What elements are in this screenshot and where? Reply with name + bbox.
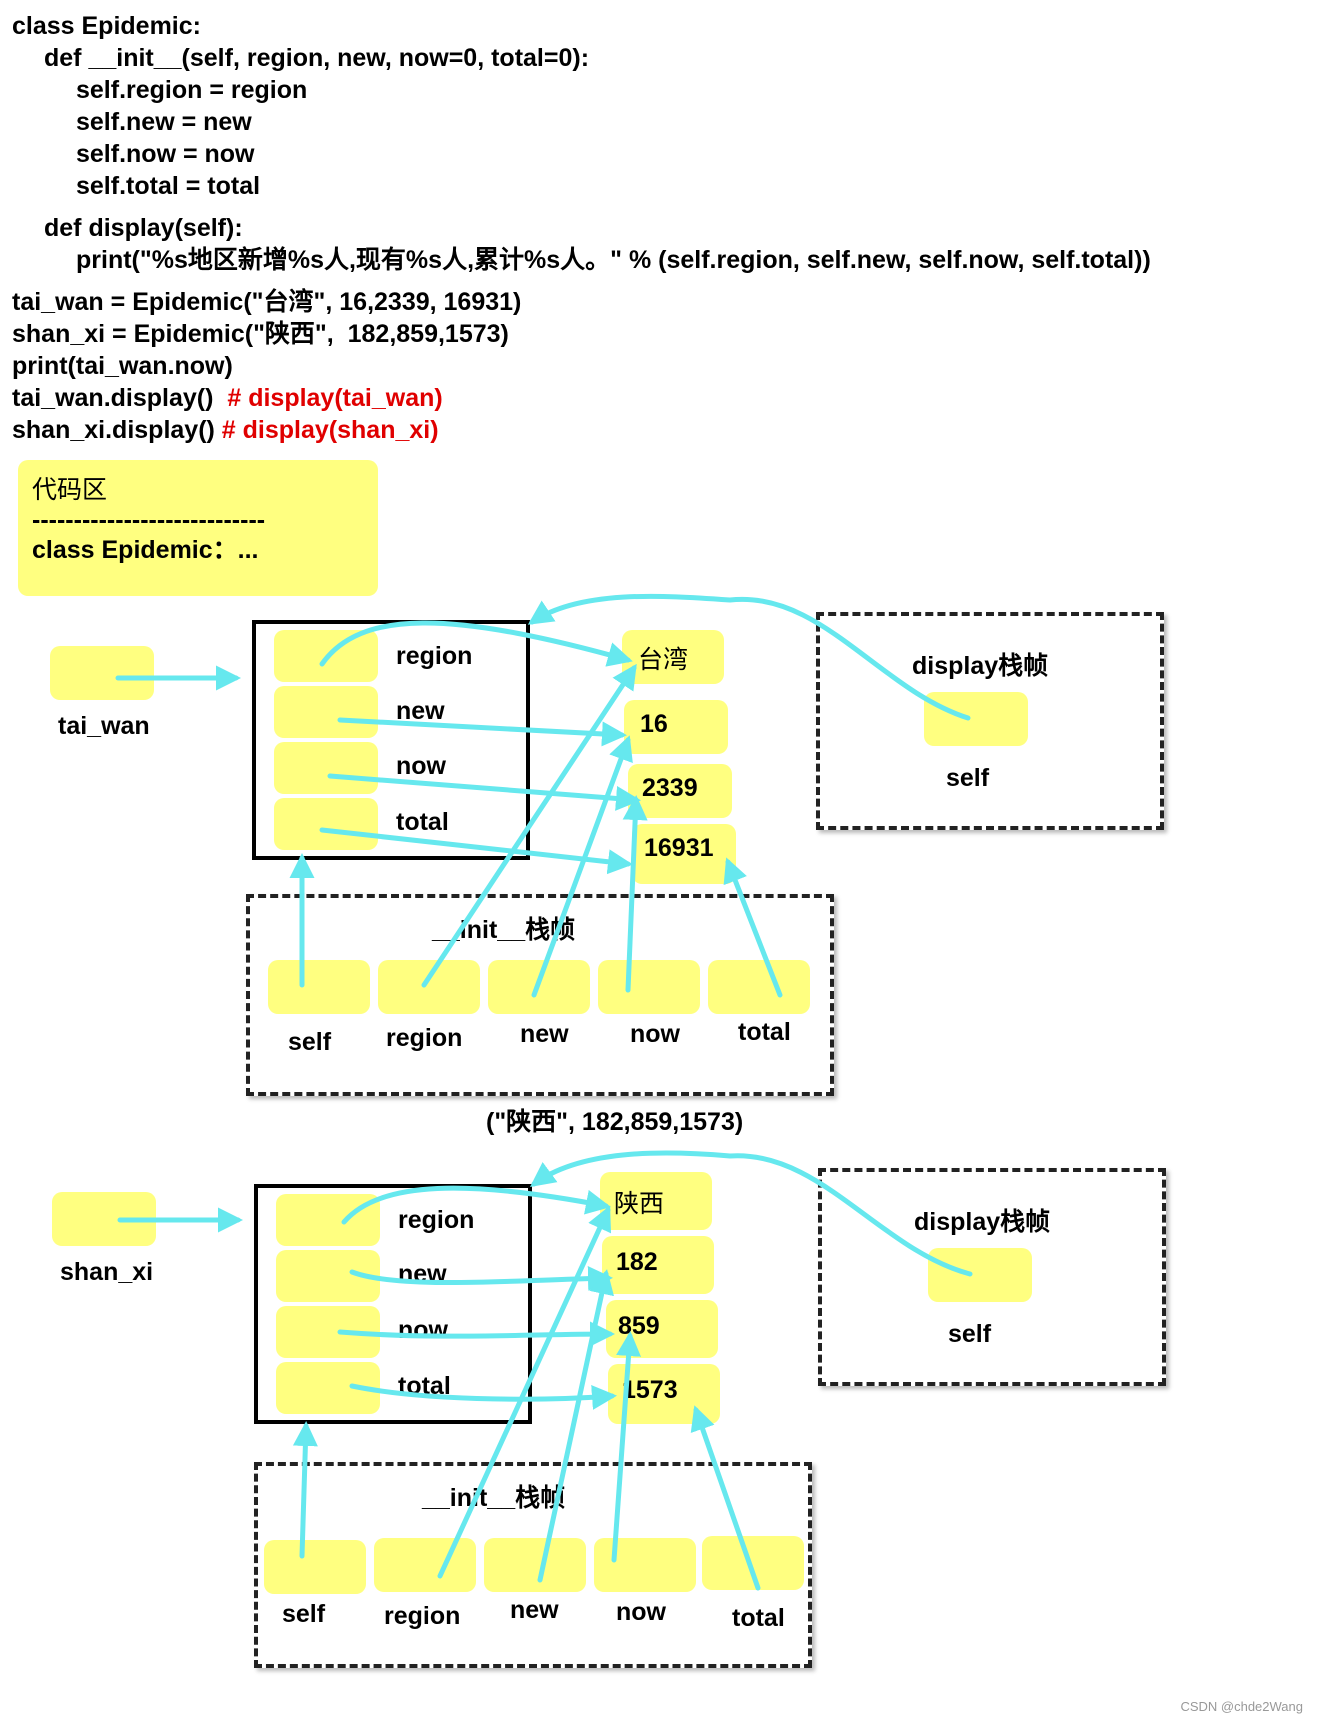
attr-label-now-2: now: [398, 1316, 448, 1344]
value-text-now: 2339: [642, 774, 698, 802]
code-line-text: def display(self):: [44, 214, 243, 242]
code-line: print(tai_wan.now): [12, 350, 233, 382]
code-line-text: self.new = new: [76, 108, 252, 136]
init-param-cell-region: [378, 960, 480, 1014]
code-line-text: def __init__(self, region, new, now=0, t…: [44, 44, 590, 72]
code-line: tai_wan = Epidemic("台湾", 16,2339, 16931): [12, 286, 521, 318]
attr-cell-total-2: [276, 1362, 380, 1414]
init-param-cell-region-2: [374, 1538, 476, 1592]
init-param-cell-total-2: [702, 1536, 804, 1590]
init-param-cell-total: [708, 960, 810, 1014]
code-line: tai_wan.display() # display(tai_wan): [12, 382, 443, 414]
init-param-label-region: region: [386, 1024, 463, 1052]
attr-label-total-2: total: [398, 1372, 451, 1400]
init-param-label-region-2: region: [384, 1602, 461, 1630]
code-line-text: class Epidemic:: [12, 12, 201, 40]
init-param-cell-new: [488, 960, 590, 1014]
code-line-text: print(tai_wan.now): [12, 352, 233, 380]
code-line-text: shan_xi.display(): [12, 416, 222, 444]
code-line: self.new = new: [76, 106, 252, 138]
init-param-cell-now-2: [594, 1538, 696, 1592]
display-self-label-top: self: [946, 764, 990, 792]
code-line: def __init__(self, region, new, now=0, t…: [44, 42, 589, 74]
attr-cell-region-2: [276, 1194, 380, 1246]
code-line-comment: # display(shan_xi): [221, 416, 439, 444]
code-line-comment: # display(tai_wan): [227, 384, 443, 412]
watermark: CSDN @chde2Wang: [1180, 1699, 1303, 1714]
value-text-total: 16931: [644, 834, 714, 862]
call-args-label: ("陕西", 182,859,1573): [486, 1108, 744, 1136]
display-frame-box-bottom: [818, 1168, 1166, 1386]
init-param-cell-new-2: [484, 1538, 586, 1592]
code-line: self.now = now: [76, 138, 255, 170]
attr-cell-new: [274, 686, 378, 738]
attr-cell-now-2: [276, 1306, 380, 1358]
display-frame-title-bottom: display栈帧: [914, 1208, 1051, 1236]
code-line-text: tai_wan = Epidemic("台湾", 16,2339, 16931): [12, 288, 522, 316]
init-param-label-new-2: new: [510, 1596, 559, 1624]
code-line: class Epidemic:: [12, 10, 201, 42]
init-param-label-now: now: [630, 1020, 680, 1048]
init-param-cell-self: [268, 960, 370, 1014]
init-param-cell-self-2: [264, 1540, 366, 1594]
attr-label-region: region: [396, 642, 473, 670]
init-frame-title-bottom: __init__栈帧: [422, 1484, 566, 1512]
variable-label-tai-wan: tai_wan: [58, 712, 150, 740]
init-param-cell-now: [598, 960, 700, 1014]
attr-cell-region: [274, 630, 378, 682]
value-text-now-2: 859: [618, 1312, 660, 1340]
init-param-label-self-2: self: [282, 1600, 326, 1628]
init-param-label-total: total: [738, 1018, 791, 1046]
display-self-cell-top: [924, 692, 1028, 746]
code-line: self.region = region: [76, 74, 307, 106]
code-line: shan_xi = Epidemic("陕西", 182,859,1573): [12, 318, 509, 350]
display-self-label-bottom: self: [948, 1320, 992, 1348]
attr-label-total: total: [396, 808, 449, 836]
variable-cell-shan-xi: [52, 1192, 156, 1246]
value-text-region-2: 陕西: [614, 1190, 665, 1218]
init-param-label-self: self: [288, 1028, 332, 1056]
code-line: self.total = total: [76, 170, 260, 202]
init-param-label-now-2: now: [616, 1598, 666, 1626]
value-text-total-2: 1573: [622, 1376, 678, 1404]
attr-label-now: now: [396, 752, 446, 780]
code-zone: 代码区 ---------------------------- class E…: [18, 460, 378, 596]
value-text-region: 台湾: [638, 646, 689, 674]
attr-label-new-2: new: [398, 1260, 447, 1288]
display-self-cell-bottom: [928, 1248, 1032, 1302]
code-zone-title: 代码区: [32, 476, 108, 504]
code-line-text: print("%s地区新增%s人,现有%s人,累计%s人。" % (self.r…: [76, 246, 1151, 274]
value-text-new-2: 182: [616, 1248, 658, 1276]
attr-cell-new-2: [276, 1250, 380, 1302]
code-line: shan_xi.display() # display(shan_xi): [12, 414, 439, 446]
value-cell-total: [632, 824, 736, 884]
code-line: def display(self):: [44, 212, 243, 244]
code-line-text: tai_wan.display(): [12, 384, 228, 412]
variable-cell-tai-wan: [50, 646, 154, 700]
attr-label-region-2: region: [398, 1206, 475, 1234]
init-param-label-new: new: [520, 1020, 569, 1048]
attr-cell-total: [274, 798, 378, 850]
code-zone-divider: ----------------------------: [32, 506, 266, 534]
display-frame-title-top: display栈帧: [912, 652, 1049, 680]
code-line-text: self.now = now: [76, 140, 255, 168]
variable-label-shan-xi: shan_xi: [60, 1258, 154, 1286]
code-line: print("%s地区新增%s人,现有%s人,累计%s人。" % (self.r…: [76, 244, 1151, 276]
init-param-label-total-2: total: [732, 1604, 785, 1632]
code-zone-content: class Epidemic：...: [32, 536, 259, 564]
code-line-text: self.region = region: [76, 76, 308, 104]
init-frame-title-top: __init__栈帧: [432, 916, 576, 944]
code-line-text: self.total = total: [76, 172, 261, 200]
attr-label-new: new: [396, 697, 445, 725]
code-line-text: shan_xi = Epidemic("陕西", 182,859,1573): [12, 320, 509, 348]
display-frame-box-top: [816, 612, 1164, 830]
value-text-new: 16: [640, 710, 668, 738]
attr-cell-now: [274, 742, 378, 794]
